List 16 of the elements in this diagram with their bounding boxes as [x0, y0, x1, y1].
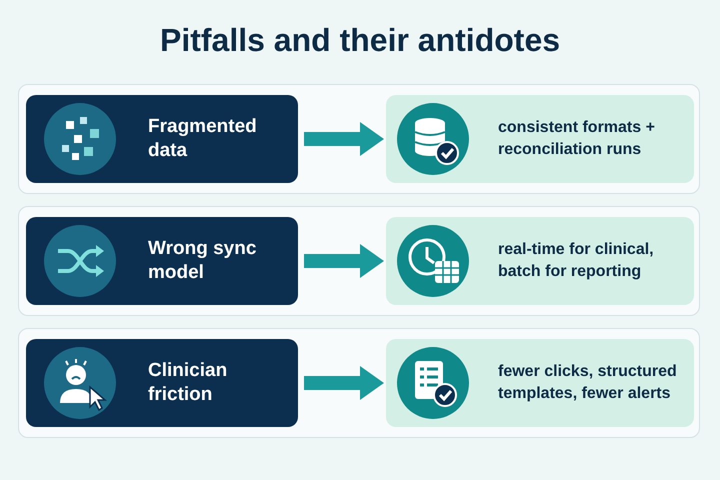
antidote-box: [386, 95, 694, 183]
antidote-text: consistent formats + reconciliation runs: [498, 118, 656, 160]
antidote-box: [386, 217, 694, 305]
arrow: [304, 122, 384, 156]
arrow: [304, 366, 384, 400]
pitfall-text: Clinician friction: [148, 359, 228, 407]
antidote-box: [386, 339, 694, 427]
pitfall-text: Fragmented data: [148, 115, 258, 163]
pitfall-box: [26, 339, 298, 427]
title: Pitfalls and their antidotes: [158, 22, 562, 59]
antidote-text: fewer clicks, structured templates, fewer alerts: [498, 362, 678, 404]
pitfall-text: Wrong sync model: [148, 237, 258, 285]
pitfall-box: [26, 95, 298, 183]
arrow: [304, 244, 384, 278]
antidote-text: real-time for clinical, batch for reporting: [498, 240, 655, 282]
pitfall-box: [26, 217, 298, 305]
